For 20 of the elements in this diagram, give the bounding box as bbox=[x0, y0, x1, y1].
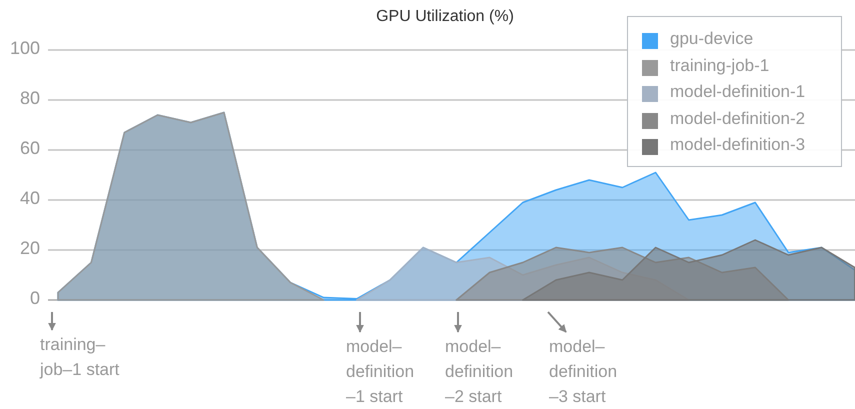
annotation-text: training– job–1 start bbox=[40, 332, 135, 382]
annotation-text: model– definition –3 start bbox=[549, 334, 625, 409]
legend-label: model-definition-1 bbox=[670, 82, 806, 102]
axis-tick-label: 100 bbox=[10, 38, 40, 59]
legend-label: model-definition-3 bbox=[670, 135, 806, 155]
legend-label: model-definition-2 bbox=[670, 108, 806, 128]
annotation-arrow bbox=[454, 312, 462, 333]
annotation-arrow bbox=[547, 311, 567, 333]
legend-label: gpu-device bbox=[670, 29, 754, 49]
legend-label: training-job-1 bbox=[670, 56, 770, 76]
annotation-arrow bbox=[356, 312, 364, 333]
annotation-text: model– definition –2 start bbox=[445, 334, 521, 409]
annotation-arrow bbox=[48, 312, 56, 331]
chart-title: GPU Utilization (%) bbox=[375, 8, 515, 26]
axis-tick-label: 80 bbox=[20, 88, 40, 109]
annotation-text: model– definition –1 start bbox=[346, 334, 422, 409]
axis-tick-label: 20 bbox=[20, 238, 40, 259]
axis-tick-label: 40 bbox=[20, 188, 40, 209]
axis-tick-label: 60 bbox=[20, 138, 40, 159]
axis-tick-label: 0 bbox=[30, 288, 40, 309]
